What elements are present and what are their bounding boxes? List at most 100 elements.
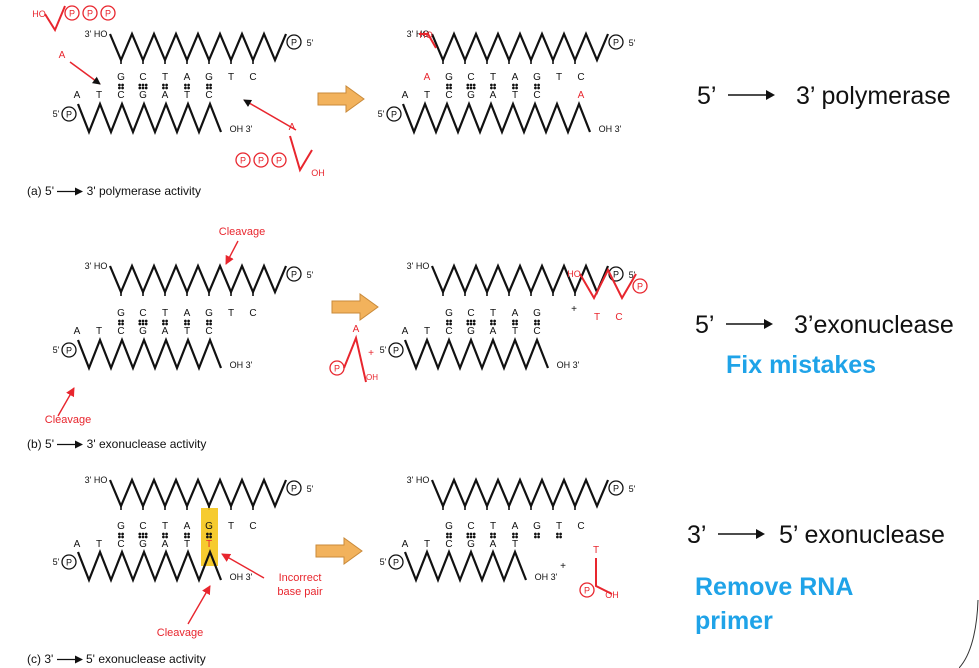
hydrogen-bond-dot (165, 535, 168, 539)
triphosphate-ppp1 (64, 5, 80, 21)
base-letter: T (162, 521, 168, 532)
hydrogen-bond-dot (537, 83, 540, 87)
hydrogen-bond-dot (446, 86, 449, 90)
incoming-arrow (69, 61, 101, 85)
base-letter: T (184, 90, 190, 101)
hydrogen-bond-dot (472, 83, 476, 87)
base-letter: T (512, 90, 518, 101)
hydrogen-bond-dot (493, 535, 496, 539)
hydrogen-bond-dot (472, 532, 476, 536)
base-letter: C (139, 521, 146, 532)
base-letter: T (424, 326, 430, 337)
fix-mistakes: Fix mistakes (726, 351, 877, 379)
hydrogen-bond-dot (144, 319, 148, 323)
oh-label: OH (605, 590, 619, 600)
exonuclease-53-left: 5’ (695, 311, 715, 339)
hydrogen-bond-dot (515, 535, 518, 539)
oh-three-prime-label: OH 3' (557, 360, 580, 370)
plus-sign: + (560, 561, 566, 572)
growing-strand-backbone (403, 548, 528, 584)
hydrogen-bond-dot (144, 83, 148, 87)
hydrogen-bond-dot (118, 83, 121, 87)
hydrogen-bond-dot (141, 83, 145, 87)
hydrogen-bond-dot (490, 535, 493, 539)
hydrogen-bond-dot (537, 319, 540, 323)
hydrogen-bond-dot (466, 322, 470, 326)
hydrogen-bond-dot (206, 535, 209, 539)
hydrogen-bond-dot (515, 83, 518, 87)
base-letter: T (424, 90, 430, 101)
hydrogen-bond-dot (493, 322, 496, 326)
released-base-a: A (353, 324, 360, 335)
hydrogen-bond-dot (141, 535, 145, 539)
hydrogen-bond-dot (469, 532, 473, 536)
template-strand-backbone (430, 31, 610, 63)
base-letter: T (512, 539, 518, 550)
phosphate-five-prime-top (608, 480, 624, 496)
hydrogen-bond-dot (446, 83, 449, 87)
base-letter: C (445, 539, 452, 550)
released-base-t: T (594, 312, 600, 323)
phosphate-label: P (637, 282, 643, 292)
base-letter: C (139, 308, 146, 319)
hydrogen-bond-dot (512, 86, 515, 90)
hydrogen-bond-dot (162, 319, 165, 323)
hydrogen-bond-dot (141, 322, 145, 326)
base-letter: G (445, 72, 453, 83)
hydrogen-bond-dot (121, 535, 124, 539)
hydrogen-bond-dot (534, 86, 537, 90)
hydrogen-bond-dot (446, 532, 449, 536)
triphosphate-p3 (271, 152, 287, 168)
phosphate-label: P (258, 156, 264, 166)
hydrogen-bond-dot (206, 86, 209, 90)
arrow-icon (728, 90, 775, 100)
hydrogen-bond-dot (515, 86, 518, 90)
base-letter: C (467, 521, 474, 532)
hydrogen-bond-dot (449, 86, 452, 90)
hydrogen-bond-dot (537, 86, 540, 90)
added-base-a: A (424, 72, 431, 83)
phosphate-label: P (393, 346, 399, 356)
hydrogen-bond-dot (165, 322, 168, 326)
released-nucleotides (579, 267, 637, 301)
released-phosphate (632, 278, 648, 294)
base-letter: G (139, 90, 147, 101)
hydrogen-bond-dot (162, 322, 165, 326)
hydrogen-bond-dot (490, 319, 493, 323)
hydrogen-bond-dot (138, 532, 142, 536)
oh-three-prime-label: OH 3' (599, 124, 622, 134)
phosphate-label: P (291, 484, 297, 494)
hydrogen-bond-dot (534, 83, 537, 87)
base-letter: A (184, 521, 191, 532)
remove-rna-primer-line2: primer (695, 607, 773, 635)
base-letter: C (249, 308, 256, 319)
base-letter: G (467, 326, 475, 337)
base-letter: C (117, 539, 124, 550)
hydrogen-bond-dot (187, 319, 190, 323)
three-prime-ho-label: 3' HO (407, 261, 430, 271)
hydrogen-bond-dot (165, 319, 168, 323)
caption-c: (c) 3' 5' exonuclease activity (27, 652, 206, 666)
hydrogen-bond-dot (472, 86, 476, 90)
hydrogen-bond-dot (184, 83, 187, 87)
incoming-base-a: A (289, 122, 296, 133)
hydrogen-bond-dot (493, 86, 496, 90)
phosphate-label: P (291, 38, 297, 48)
phosphate-label: P (240, 156, 246, 166)
hydrogen-bond-dot (472, 322, 476, 326)
phosphate-label: P (66, 558, 72, 568)
template-strand-backbone (108, 477, 288, 509)
five-prime-label: 5' (53, 345, 60, 355)
hydrogen-bond-dot (493, 532, 496, 536)
hydrogen-bond-dot (209, 86, 212, 90)
phosphate-label: P (613, 270, 619, 280)
base-letter: T (96, 326, 102, 337)
base-letter: A (512, 308, 519, 319)
exonuclease-53-right: 3’exonuclease (794, 311, 954, 339)
hydrogen-bond-dot (138, 83, 142, 87)
base-letter: T (512, 326, 518, 337)
three-prime-ho-label: 3' HO (85, 475, 108, 485)
base-letter: G (117, 521, 125, 532)
three-prime-ho-label: 3' HO (85, 29, 108, 39)
hydrogen-bond-dot (493, 319, 496, 323)
